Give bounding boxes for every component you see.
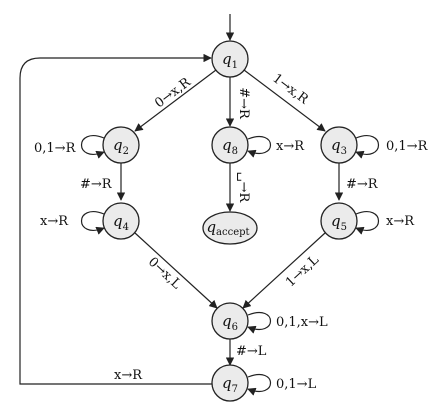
state-q3: q3 bbox=[320, 126, 358, 164]
edge-q1-q3-label: 1→x,R bbox=[269, 71, 311, 108]
self-loop-q4 bbox=[81, 211, 105, 235]
self-loop-q6-label: 0,1,x→L bbox=[276, 315, 328, 330]
state-q6: q6 bbox=[211, 302, 249, 340]
self-loop-q7 bbox=[247, 374, 271, 396]
edge-q5-q6 bbox=[242, 232, 326, 309]
self-loop-q2 bbox=[81, 135, 105, 159]
edge-q5-q6-label: 1→x,L bbox=[283, 252, 322, 290]
self-loop-q7-label: 0,1→L bbox=[276, 377, 317, 392]
state-q4: q4 bbox=[102, 202, 140, 240]
edge-q6-q7-label: #→L bbox=[236, 344, 267, 359]
edge-q3-q5-label: #→R bbox=[346, 177, 379, 192]
self-loop-q3-label: 0,1→R bbox=[386, 139, 429, 154]
state-q8: q8 bbox=[211, 126, 249, 164]
self-loop-q2-label: 0,1→R bbox=[34, 141, 77, 156]
svg-text:q2: q2 bbox=[113, 136, 129, 157]
state-q5: q5 bbox=[320, 202, 358, 240]
state-q7: q7 bbox=[211, 364, 249, 402]
svg-text:qaccept: qaccept bbox=[206, 218, 249, 238]
self-loop-q8-label: x→R bbox=[276, 139, 305, 154]
edge-q2-q4-label: #→R bbox=[80, 177, 113, 192]
self-loop-q3 bbox=[355, 135, 379, 159]
self-loop-q4-label: x→R bbox=[40, 214, 69, 229]
edge-q1-q8-label: #→R bbox=[236, 87, 251, 120]
svg-text:q4: q4 bbox=[113, 212, 129, 233]
state-qaccept: qaccept bbox=[202, 211, 258, 245]
self-loop-q8 bbox=[247, 136, 271, 158]
edge-q7-q1-label: x→R bbox=[114, 368, 143, 383]
self-loop-q5-label: x→R bbox=[386, 214, 415, 229]
state-q1: q1 bbox=[211, 40, 249, 78]
state-q2: q2 bbox=[102, 126, 140, 164]
svg-text:q7: q7 bbox=[222, 374, 238, 395]
self-loop-q6 bbox=[247, 312, 271, 334]
edge-q4-q6 bbox=[134, 232, 218, 309]
edge-q1-q2-label: 0→x,R bbox=[152, 74, 194, 111]
edge-q7-q1 bbox=[19, 53, 212, 385]
edge-q8-qaccept-label: ␣→R bbox=[236, 172, 251, 204]
svg-text:q3: q3 bbox=[331, 136, 347, 157]
svg-text:q1: q1 bbox=[222, 50, 238, 71]
edge-q1-q2 bbox=[134, 69, 217, 132]
svg-text:q8: q8 bbox=[222, 136, 238, 157]
edge-q1-q3 bbox=[243, 69, 326, 132]
self-loop-q5 bbox=[355, 211, 379, 235]
svg-text:q5: q5 bbox=[331, 212, 347, 233]
svg-text:q6: q6 bbox=[222, 312, 238, 333]
